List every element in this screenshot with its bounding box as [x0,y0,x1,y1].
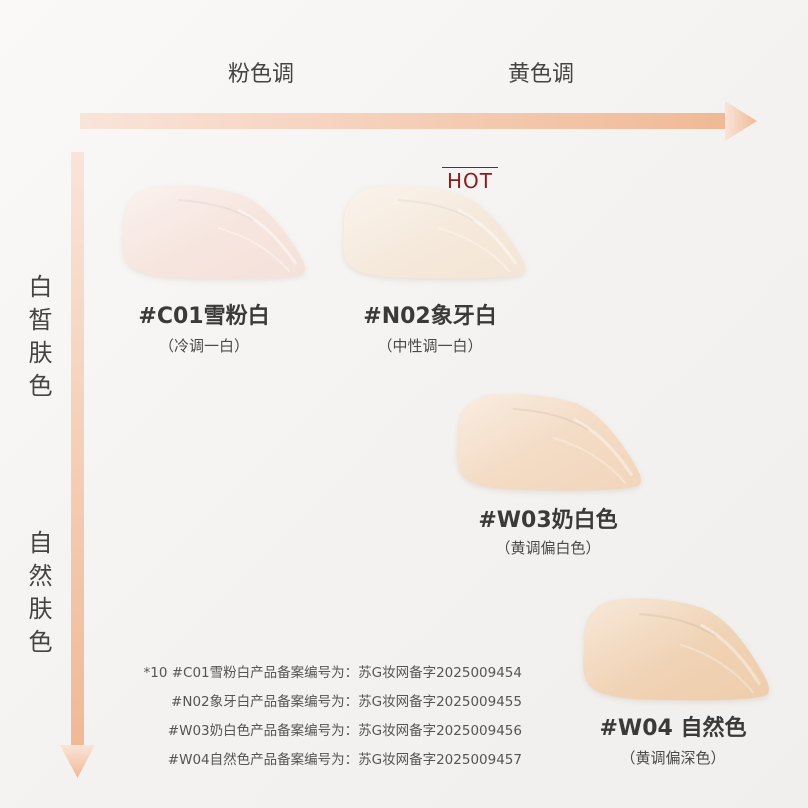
axis-label-natural-skin: 自然肤色 [24,530,52,662]
horizontal-arrow-icon [80,101,757,141]
swatch-w04-smear [583,598,769,701]
registration-footnotes: *10 #C01雪粉白产品备案编号为：苏G妆网备字2025009454 #N02… [90,659,523,775]
swatch-w04-title: #W04 自然色 [599,716,747,741]
swatch-c01-title: #C01雪粉白 [138,304,270,329]
swatch-w03-desc: （黄调偏白色） [495,539,601,557]
swatch-w03-smear [457,394,641,491]
axis-label-fair-skin: 白皙肤色 [24,274,52,406]
swatch-w03-title: #W03奶白色 [478,508,618,533]
swatch-n02-title: #N02象牙白 [363,304,497,329]
swatch-w04-desc: （黄调偏深色） [620,749,726,767]
axis-label-pink-tone: 粉色调 [228,62,295,87]
swatch-n02-smear [343,185,525,279]
footnote-line: #W04自然色产品备案编号为：苏G妆网备字2025009457 [167,752,522,768]
vertical-arrow-icon [60,152,95,778]
footnote-line: #N02象牙白产品备案编号为：苏G妆网备字2025009455 [171,694,522,710]
swatch-n02-desc: （中性调一白） [377,337,483,355]
hot-badge: HOT [442,167,498,194]
footnote-line: *10 #C01雪粉白产品备案编号为：苏G妆网备字2025009454 [143,665,523,681]
swatch-c01-smear [123,185,305,279]
axis-label-yellow-tone: 黄色调 [508,62,575,87]
swatch-c01-desc: （冷调一白） [158,337,249,355]
footnote-line: #W03奶白色产品备案编号为：苏G妆网备字2025009456 [167,723,522,739]
